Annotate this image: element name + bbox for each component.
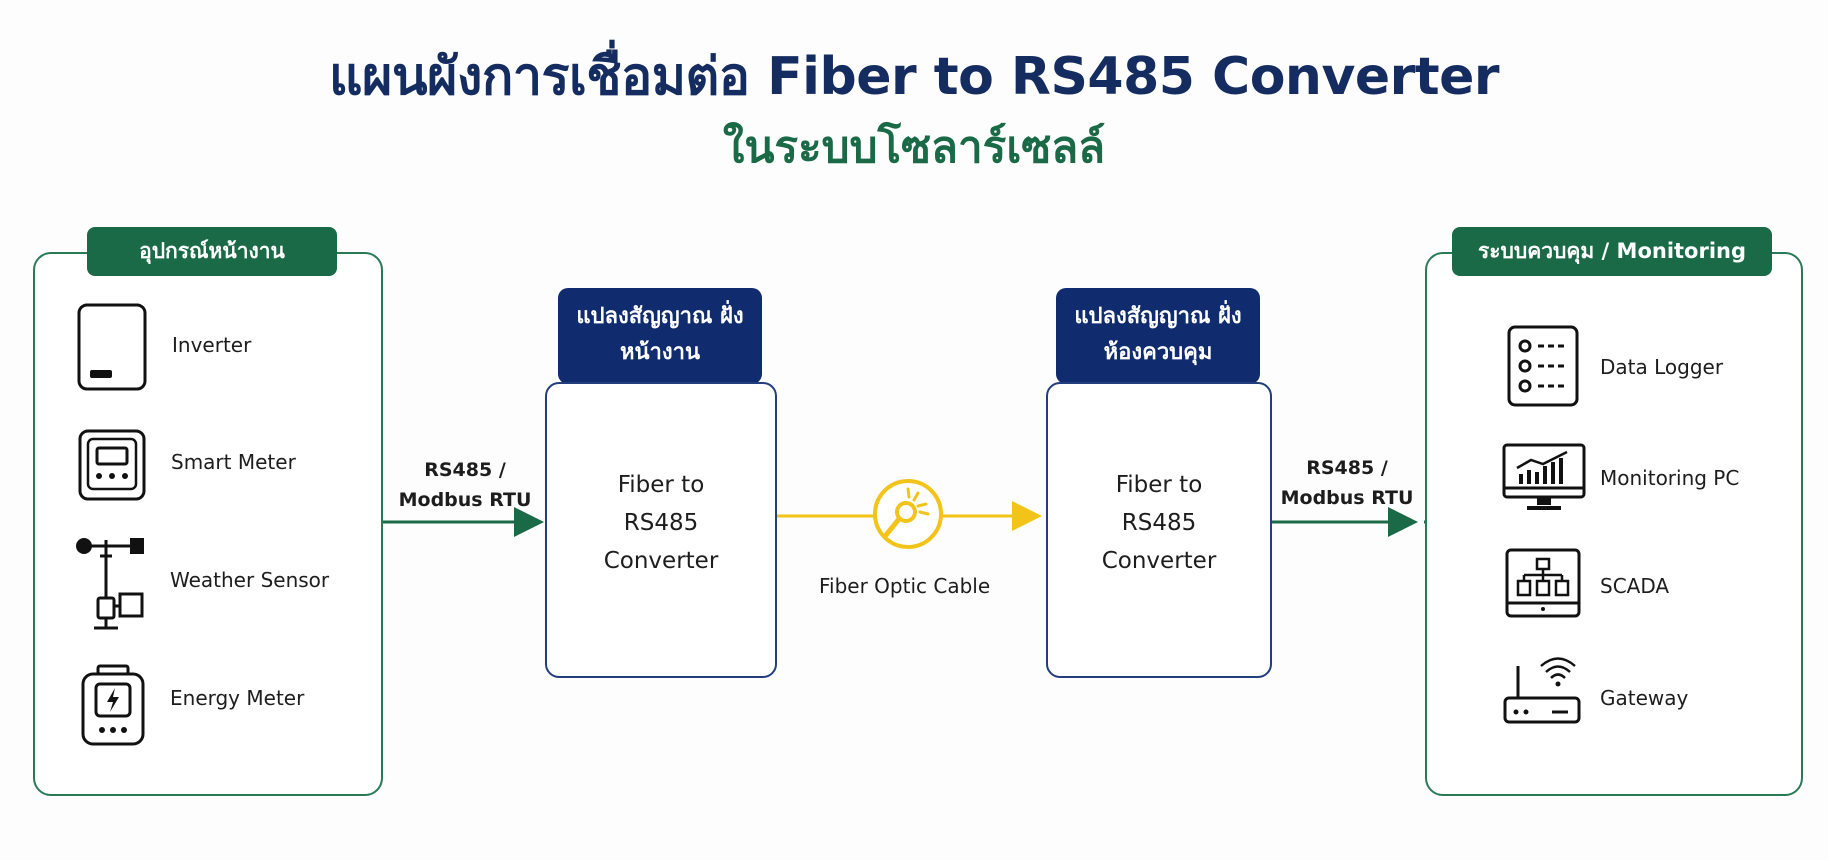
scada-label: SCADA (1600, 574, 1670, 598)
weather-sensor-label: Weather Sensor (170, 568, 330, 592)
field-devices-header: อุปกรณ์หน้างาน (87, 227, 337, 276)
weather-sensor-icon (74, 536, 148, 634)
control-system-header: ระบบควบคุม / Monitoring (1452, 227, 1772, 276)
page-subtitle: ในระบบโซลาร์เซลล์ (722, 122, 1106, 173)
smart-meter-label: Smart Meter (171, 450, 296, 474)
energy-meter-label: Energy Meter (170, 686, 305, 710)
monitoring-pc-label: Monitoring PC (1600, 466, 1740, 490)
fiber-optic-cable-label: Fiber Optic Cable (819, 574, 991, 598)
rs485-right-label: RS485 / Modbus RTU (1280, 457, 1414, 509)
field-converter: Fiber to RS485 Converter (545, 382, 777, 678)
control-converter-label: Fiber to RS485 Converter (1101, 472, 1217, 574)
inverter-label: Inverter (172, 333, 252, 357)
data-logger-icon (1506, 324, 1580, 412)
field-converter-label: Fiber to RS485 Converter (603, 472, 719, 574)
inverter-icon (76, 302, 148, 396)
fiber-connector-icon (873, 479, 943, 549)
gateway-icon (1502, 654, 1582, 730)
page-title: แผนผังการเชื่อมต่อ Fiber to RS485 Conver… (328, 47, 1500, 107)
control-converter-header: แปลงสัญญาณ ฝั่งห้องควบคุม (1056, 288, 1260, 384)
smart-meter-icon (77, 428, 147, 506)
monitoring-pc-icon (1501, 442, 1587, 518)
rs485-left-label: RS485 / Modbus RTU (398, 459, 532, 511)
control-system-panel (1425, 252, 1803, 796)
field-converter-header: แปลงสัญญาณ ฝั่งหน้างาน (558, 288, 762, 384)
scada-icon (1504, 547, 1582, 623)
energy-meter-icon (80, 664, 146, 750)
gateway-label: Gateway (1600, 686, 1689, 710)
control-converter: Fiber to RS485 Converter (1046, 382, 1272, 678)
data-logger-label: Data Logger (1600, 355, 1724, 379)
